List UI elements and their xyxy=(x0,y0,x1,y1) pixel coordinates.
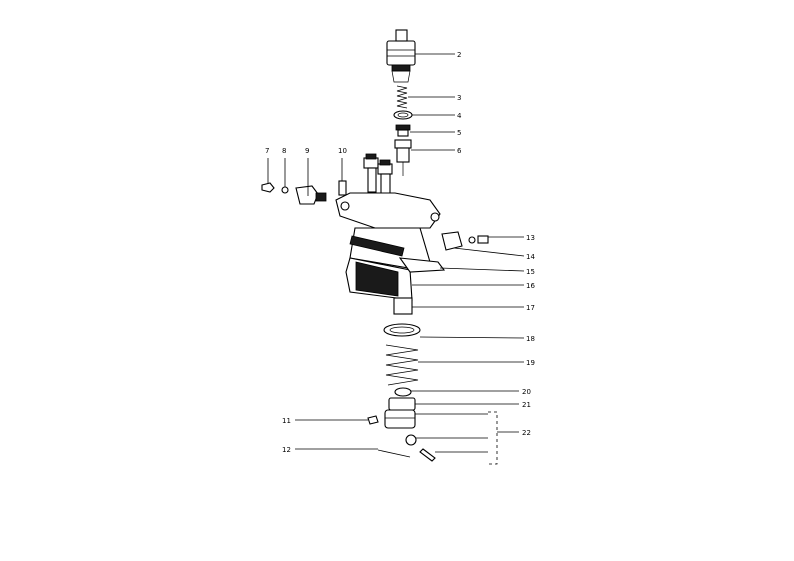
part-valve-spring xyxy=(396,85,408,109)
callout-7: 7 xyxy=(265,147,269,155)
callout-15: 15 xyxy=(526,268,535,276)
callout-19: 19 xyxy=(526,359,535,367)
part-plunger-spring xyxy=(385,344,419,386)
callout-2: 2 xyxy=(457,51,461,59)
callout-20: 20 xyxy=(522,388,531,396)
part-plunger-sleeve xyxy=(393,297,413,315)
part-spring-seat-upper xyxy=(383,323,421,337)
part-clamp-plate xyxy=(441,231,489,251)
callout-9: 9 xyxy=(305,147,309,155)
callout-5: 5 xyxy=(457,129,461,137)
callout-14: 14 xyxy=(526,253,535,261)
callout-8: 8 xyxy=(282,147,286,155)
callout-3: 3 xyxy=(457,94,461,102)
part-spring-seat-lower xyxy=(394,387,412,397)
part-valve-seat xyxy=(394,139,412,176)
callout-22: 22 xyxy=(522,429,531,437)
callout-11: 11 xyxy=(282,417,291,425)
callout-18: 18 xyxy=(526,335,535,343)
part-roller xyxy=(405,434,417,446)
callout-4: 4 xyxy=(457,112,462,120)
callout-12: 12 xyxy=(282,446,291,454)
callout-16: 16 xyxy=(526,282,535,290)
part-delivery-valve-holder xyxy=(386,29,416,83)
leader-lines xyxy=(267,53,525,465)
callout-17: 17 xyxy=(526,304,535,312)
callout-10: 10 xyxy=(338,147,347,155)
callout-6: 6 xyxy=(457,147,462,155)
callout-labels: 2 3 4 5 6 7 8 9 10 11 12 13 14 15 16 17 … xyxy=(265,51,535,454)
part-banjo-fittings xyxy=(363,153,393,197)
part-sealing-ring xyxy=(393,110,413,120)
part-tappet-guide-screw xyxy=(367,415,379,425)
part-pump-housing xyxy=(335,192,446,301)
part-bleed-screw xyxy=(261,182,327,205)
part-delivery-valve xyxy=(395,124,411,137)
callout-13: 13 xyxy=(526,234,535,242)
part-roller-tappet xyxy=(384,397,416,429)
part-retaining-wire xyxy=(377,449,411,458)
part-pin-10 xyxy=(338,180,347,196)
callout-21: 21 xyxy=(522,401,531,409)
part-roller-pin xyxy=(419,448,436,462)
